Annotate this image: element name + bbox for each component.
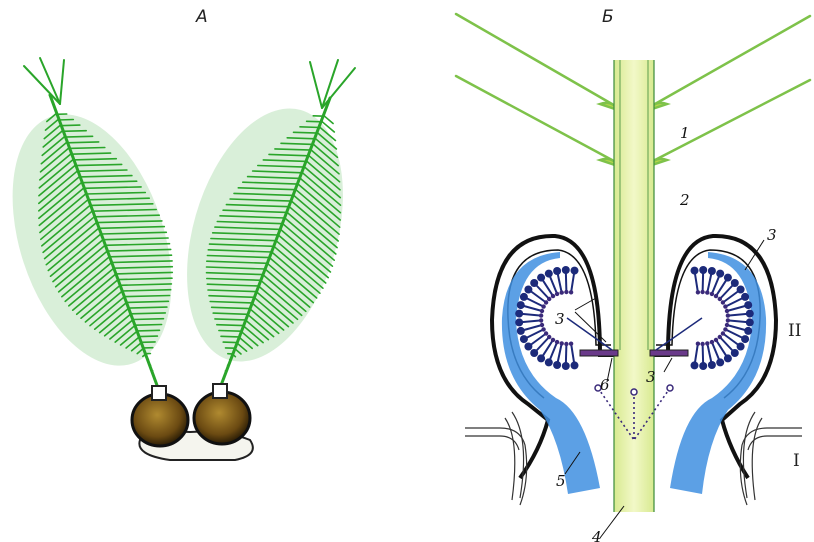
right-scape <box>194 392 250 444</box>
label-segment-II: II <box>788 321 801 341</box>
panel-b-letter: Б <box>602 7 614 27</box>
left-pedicel-joint <box>152 386 166 400</box>
left-plumose-antenna <box>0 58 201 388</box>
label-2: 2 <box>679 191 690 209</box>
label-5: 5 <box>556 472 566 490</box>
antenna-bases <box>132 384 253 460</box>
label-3-center: 3 <box>646 368 656 386</box>
panel-a-letter: А <box>195 7 208 27</box>
label-4: 4 <box>591 528 602 542</box>
right-pedicel-joint <box>213 384 227 398</box>
label-3-top-right: 3 <box>767 226 777 244</box>
label-6: 6 <box>600 376 610 394</box>
panel-a: А <box>0 7 370 460</box>
label-3-left: 3 <box>555 310 565 328</box>
label-segment-I: I <box>793 451 800 471</box>
panel-b: Б <box>456 7 810 542</box>
right-plumose-antenna <box>160 60 370 388</box>
label-1: 1 <box>680 124 690 142</box>
left-scape <box>132 394 188 446</box>
